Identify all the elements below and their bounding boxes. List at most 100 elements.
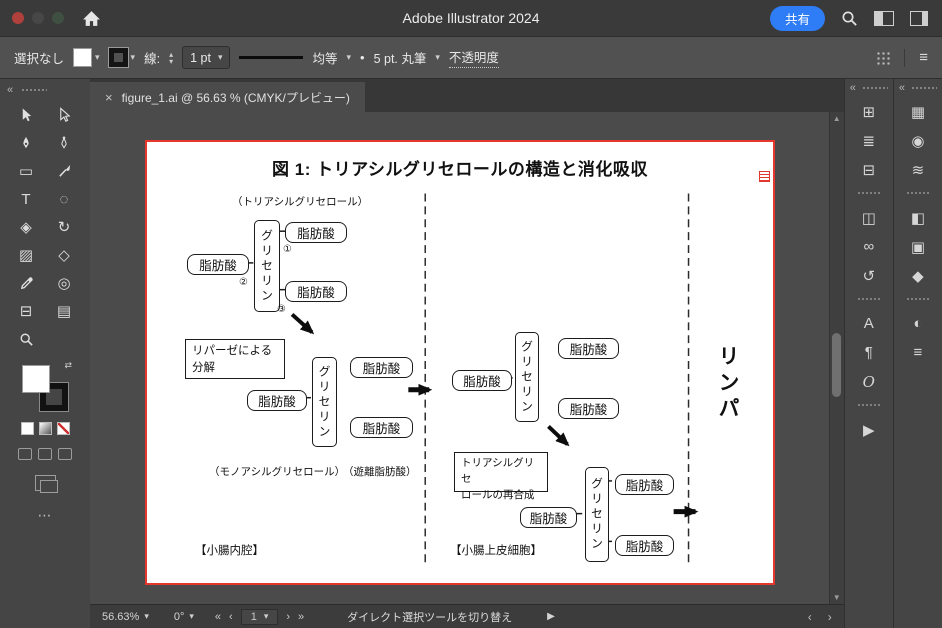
scroll-down-icon[interactable]: ▼ <box>832 593 841 602</box>
chevron-down-icon[interactable]: ▾ <box>95 52 100 62</box>
epithelial-cell-label[interactable]: 【小腸上皮細胞】 <box>450 545 542 557</box>
home-icon[interactable] <box>82 10 101 27</box>
fatty-acid-box[interactable]: 脂肪酸 <box>350 357 413 378</box>
fill-swatch[interactable] <box>73 48 93 67</box>
triacylglycerol-label[interactable]: （トリアシルグリセロール） <box>232 196 369 208</box>
layers-panel-icon[interactable]: ≡ <box>913 344 923 361</box>
actions-panel-icon[interactable]: ▶ <box>863 421 875 439</box>
stroke-color-swatch[interactable] <box>39 382 69 412</box>
vertical-scrollbar[interactable]: ▲ ▼ <box>828 112 844 604</box>
previous-artboard-icon[interactable]: ‹ <box>229 610 233 623</box>
symbols-panel-icon[interactable]: ▣ <box>910 238 926 256</box>
glycerin-box[interactable]: グリセリン <box>312 357 337 447</box>
width-profile-label[interactable]: 均等 <box>312 52 338 66</box>
touch-workspace-icon[interactable] <box>876 50 891 65</box>
scroll-right-icon[interactable]: › <box>827 609 832 624</box>
appearance-panel-icon[interactable]: ◫ <box>861 209 876 227</box>
rectangle-tool[interactable]: ▭ <box>18 163 34 180</box>
search-icon[interactable] <box>841 10 858 27</box>
fatty-acid-box[interactable]: 脂肪酸 <box>520 507 577 528</box>
pen-tool[interactable] <box>13 131 39 155</box>
swap-fill-stroke-icon[interactable]: ⇄ <box>64 360 72 370</box>
close-window-button[interactable] <box>12 12 24 24</box>
swatches-panel-icon[interactable]: ▦ <box>910 103 926 121</box>
chevron-down-icon[interactable]: ▾ <box>189 611 194 621</box>
last-artboard-icon[interactable]: » <box>298 610 305 623</box>
direct-selection-tool[interactable] <box>51 103 77 127</box>
zoom-level-select[interactable]: 56.63% ▾ <box>102 611 149 623</box>
stroke-swatch[interactable] <box>107 47 129 68</box>
color-panel-icon[interactable]: ◉ <box>911 132 925 150</box>
slice-tool[interactable]: ▤ <box>56 303 72 320</box>
lipase-box[interactable]: リパーゼによる 分解 <box>185 339 285 379</box>
fatty-acid-box[interactable]: 脂肪酸 <box>350 417 413 438</box>
gradient-tool[interactable]: ▨ <box>18 247 34 264</box>
artboard[interactable]: 図 1: トリアシルグリセロールの構造と消化吸収 （トリアシルグリセロール） グ… <box>145 140 775 585</box>
circled-number-2[interactable]: ② <box>239 277 248 288</box>
color-mode-icon[interactable] <box>20 422 34 435</box>
paintbrush-tool[interactable] <box>51 159 77 183</box>
canvas[interactable]: 図 1: トリアシルグリセロールの構造と消化吸収 （トリアシルグリセロール） グ… <box>90 112 844 604</box>
blend-tool[interactable]: ◎ <box>57 275 71 292</box>
document-tab[interactable]: × figure_1.ai @ 56.63 % (CMYK/プレビュー) <box>90 82 365 112</box>
brush-name[interactable]: 5 pt. 丸筆 <box>373 52 427 66</box>
panel-grip[interactable] <box>861 85 888 91</box>
fatty-acid-box[interactable]: 脂肪酸 <box>187 254 249 275</box>
draw-inside-icon[interactable] <box>58 448 72 460</box>
chevron-down-icon[interactable]: ▾ <box>130 52 136 62</box>
stroke-profile-preview[interactable] <box>239 56 304 59</box>
horizontal-scrollbar[interactable]: ‹ › <box>808 610 832 624</box>
glycerin-box[interactable]: グリセリン <box>585 467 609 562</box>
toolbar-grip[interactable] <box>21 87 48 93</box>
fill-color-swatch[interactable] <box>22 365 50 393</box>
stroke-width-stepper[interactable]: ▴ ▾ <box>169 49 174 65</box>
artboard-tool[interactable]: ⊟ <box>19 303 33 320</box>
resynthesis-box[interactable]: トリアシルグリセ ロールの再合成 <box>454 452 548 501</box>
gradient-panel-icon[interactable]: ≋ <box>911 161 925 179</box>
circled-number-3[interactable]: ③ <box>277 304 286 315</box>
draw-normal-icon[interactable] <box>18 448 32 460</box>
rotate-tool[interactable]: ↻ <box>57 219 71 236</box>
screen-mode-icon[interactable] <box>34 475 58 493</box>
scroll-up-icon[interactable]: ▲ <box>832 114 841 123</box>
panel-grip[interactable] <box>856 297 881 302</box>
opacity-link[interactable]: 不透明度 <box>448 47 499 68</box>
history-panel-icon[interactable]: ↺ <box>862 267 876 285</box>
glycerin-box[interactable]: グリセリン <box>254 220 280 312</box>
transform-panel-icon[interactable]: ⊞ <box>862 103 876 121</box>
paragraph-panel-icon[interactable]: ¶ <box>864 344 873 361</box>
artboard-reference-widget[interactable] <box>759 171 770 182</box>
status-menu-icon[interactable]: ▶ <box>547 611 555 622</box>
monoacylglycerol-label[interactable]: （モノアシルグリセロール） <box>209 466 346 478</box>
fatty-acid-box[interactable]: 脂肪酸 <box>452 370 512 391</box>
lasso-tool[interactable]: ◌ <box>59 190 69 208</box>
first-artboard-icon[interactable]: « <box>214 610 222 623</box>
share-button[interactable]: 共有 <box>769 5 825 31</box>
fatty-acid-box[interactable]: 脂肪酸 <box>285 222 347 243</box>
chevron-down-icon[interactable]: ▾ <box>346 52 352 62</box>
fill-color-control[interactable]: ▾ <box>73 48 100 67</box>
opentype-panel-icon[interactable]: O <box>862 372 875 391</box>
gradient-mode-icon[interactable] <box>38 422 52 435</box>
pathfinder-panel-icon[interactable]: ⊟ <box>862 161 876 179</box>
intestinal-lumen-label[interactable]: 【小腸内腔】 <box>195 545 264 557</box>
brushes-panel-icon[interactable]: ◆ <box>912 267 924 285</box>
tab-close-icon[interactable]: × <box>105 89 113 105</box>
glycerin-box[interactable]: グリセリン <box>515 332 539 422</box>
fatty-acid-box[interactable]: 脂肪酸 <box>247 390 307 411</box>
fatty-acid-box[interactable]: 脂肪酸 <box>615 474 674 495</box>
stepper-up-icon[interactable]: ▴ <box>169 49 174 59</box>
panel-grip[interactable] <box>856 403 881 408</box>
curvature-tool[interactable] <box>51 131 77 155</box>
fatty-acid-box[interactable]: 脂肪酸 <box>615 535 674 556</box>
stroke-color-control[interactable]: ▾ <box>107 47 136 68</box>
panels-toggle-icon[interactable] <box>910 10 928 26</box>
panel-grip[interactable] <box>911 85 937 91</box>
stroke-width-field[interactable]: 1 pt ▾ <box>182 46 231 69</box>
none-mode-icon[interactable] <box>56 422 70 435</box>
rotation-select[interactable]: 0° ▾ <box>174 611 194 623</box>
zoom-window-button[interactable] <box>52 12 64 24</box>
chevron-down-icon[interactable]: ▾ <box>263 611 269 621</box>
chevron-down-icon[interactable]: ▾ <box>144 611 149 621</box>
scroll-left-icon[interactable]: ‹ <box>807 609 812 624</box>
